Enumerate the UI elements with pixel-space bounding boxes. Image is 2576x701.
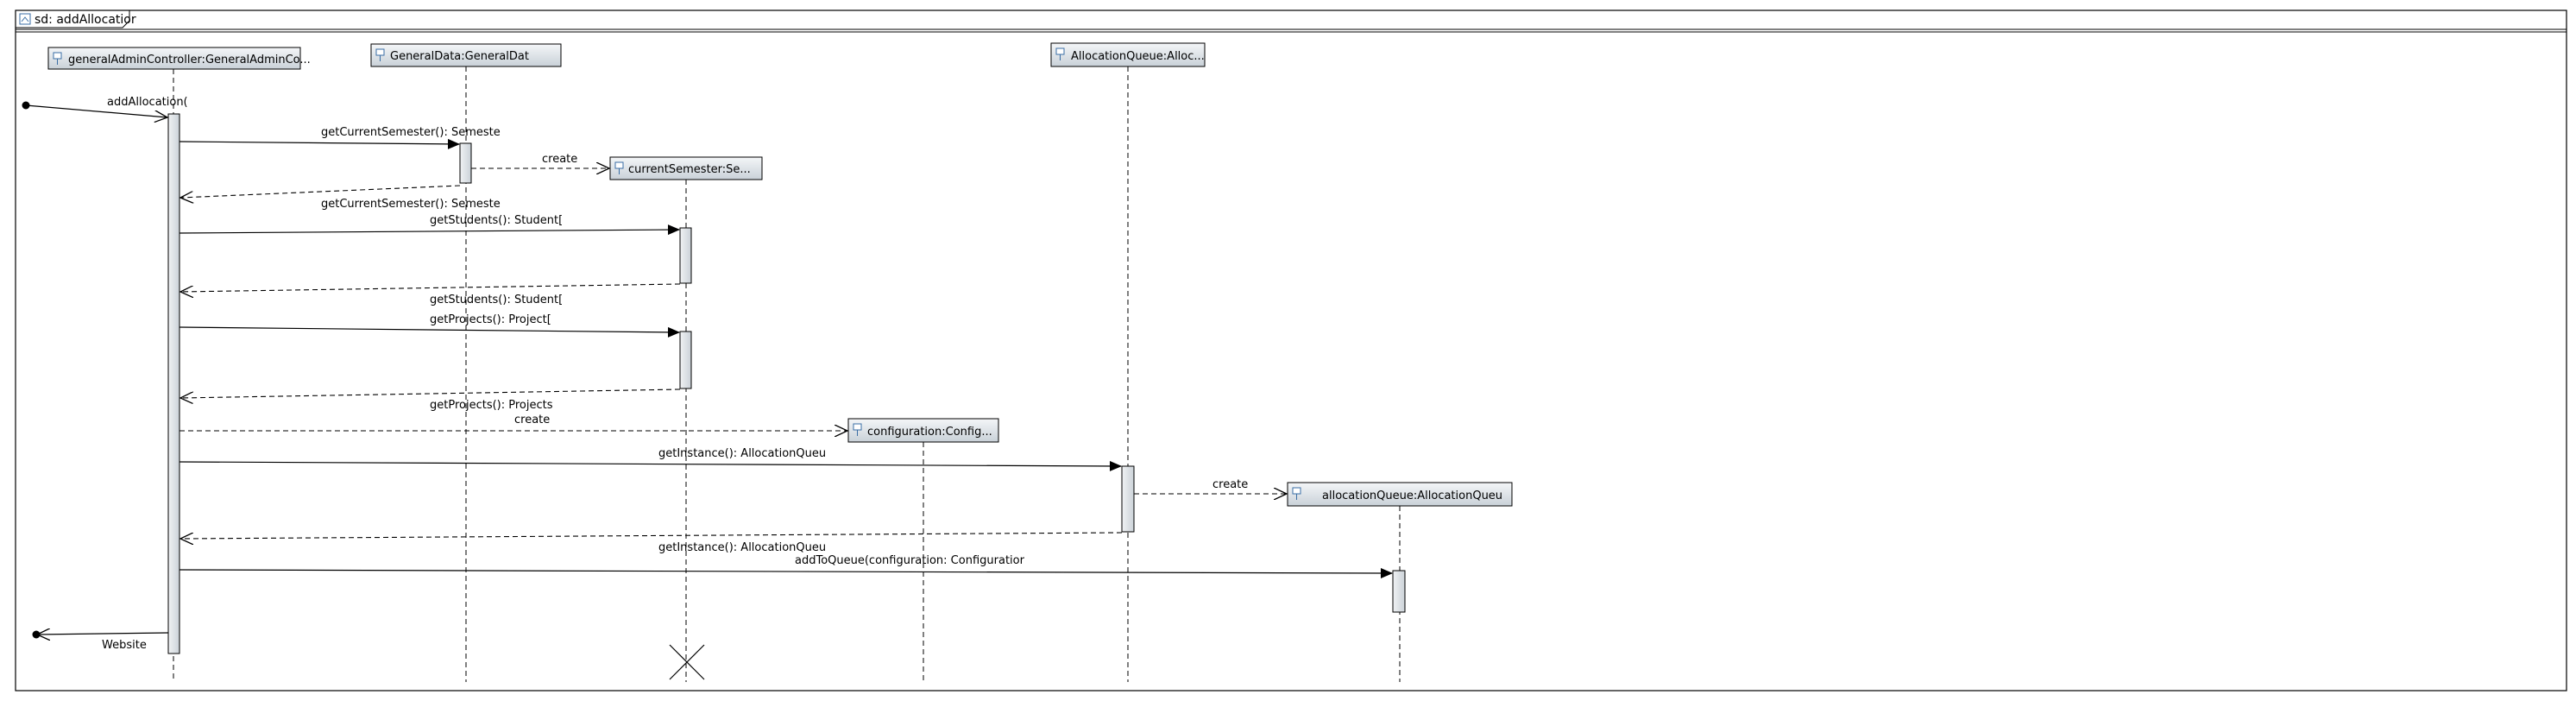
message-create-configuration[interactable]: create <box>180 414 847 431</box>
message-label: Website <box>102 639 147 652</box>
messages: addAllocation( getCurrentSemester(): Sem… <box>22 96 1393 652</box>
message-label: addAllocation( <box>107 96 188 109</box>
activation-bar-controller <box>167 113 180 654</box>
message-label: getProjects(): Projects <box>430 399 553 412</box>
message-label: getStudents(): Student[ <box>430 294 563 306</box>
lifeline-icon <box>1292 487 1301 500</box>
message-reply-students[interactable]: getStudents(): Student[ <box>180 283 681 306</box>
message-get-students[interactable]: getStudents(): Student[ <box>179 214 680 236</box>
activation-bar-general-data <box>459 142 472 184</box>
message-label: getInstance(): AllocationQueu <box>658 447 826 460</box>
message-label: addToQueue(configuration: Configuratior <box>795 554 1025 567</box>
lifeline-label: generalAdminController:GeneralAdminCo... <box>68 54 311 66</box>
message-reply-projects[interactable]: getProjects(): Projects <box>180 388 681 412</box>
activation-bar-current-semester <box>679 331 692 389</box>
lifeline-icon <box>614 161 624 174</box>
lifeline-current-semester[interactable]: currentSemester:Se... <box>609 156 763 682</box>
lifeline-label: allocationQueue:AllocationQueu <box>1322 489 1502 502</box>
activation-bar-current-semester <box>679 227 692 284</box>
message-label: getProjects(): Project[ <box>430 313 551 326</box>
message-add-allocation[interactable]: addAllocation( <box>22 96 188 117</box>
activation-bar-allocation-queue-class <box>1121 465 1135 533</box>
frame-title: sd: addAllocatior <box>35 13 136 27</box>
lifeline-label: configuration:Config... <box>867 426 992 439</box>
lifeline-allocation-queue[interactable]: allocationQueue:AllocationQueu <box>1287 482 1513 682</box>
activation-bar-allocation-queue <box>1392 570 1406 613</box>
lifeline-icon <box>1055 47 1065 60</box>
message-get-projects[interactable]: getProjects(): Project[ <box>179 313 680 338</box>
lifeline-label: currentSemester:Se... <box>628 163 751 176</box>
message-website[interactable]: Website <box>32 631 169 653</box>
message-get-current-semester[interactable]: getCurrentSemester(): Semeste <box>179 126 501 149</box>
lifeline-icon <box>853 423 862 436</box>
activation-bars <box>167 113 1406 654</box>
message-create-allocation-queue[interactable]: create <box>1134 478 1287 494</box>
diagram-frame: sd: addAllocatior <box>15 9 2567 692</box>
message-label: getCurrentSemester(): Semeste <box>321 126 501 139</box>
lifeline-configuration[interactable]: configuration:Config... <box>847 418 999 682</box>
message-reply-get-instance[interactable]: getInstance(): AllocationQueu <box>180 532 1123 554</box>
message-label: create <box>1212 478 1248 491</box>
message-get-instance[interactable]: getInstance(): AllocationQueu <box>179 447 1122 471</box>
lifeline-label: AllocationQueue:Alloc... <box>1071 50 1205 63</box>
message-label: getStudents(): Student[ <box>430 214 563 227</box>
lifeline-general-data[interactable]: GeneralData:GeneralDat <box>370 43 562 682</box>
message-add-to-queue[interactable]: addToQueue(configuration: Configuratior <box>179 554 1393 578</box>
frame-diagram-icon <box>19 13 31 25</box>
lifeline-label: GeneralData:GeneralDat <box>390 50 529 63</box>
message-label: getCurrentSemester(): Semeste <box>321 198 501 211</box>
lifeline-icon <box>53 52 62 65</box>
lifeline-icon <box>375 48 385 61</box>
lifeline-allocation-queue-class[interactable]: AllocationQueue:Alloc... <box>1050 42 1206 682</box>
message-label: getInstance(): AllocationQueu <box>658 541 826 554</box>
message-reply-current-semester[interactable]: getCurrentSemester(): Semeste <box>180 185 501 211</box>
message-label: create <box>542 153 577 166</box>
message-create-current-semester[interactable]: create <box>471 153 609 168</box>
destruction-x <box>669 644 705 680</box>
message-label: create <box>514 414 550 426</box>
